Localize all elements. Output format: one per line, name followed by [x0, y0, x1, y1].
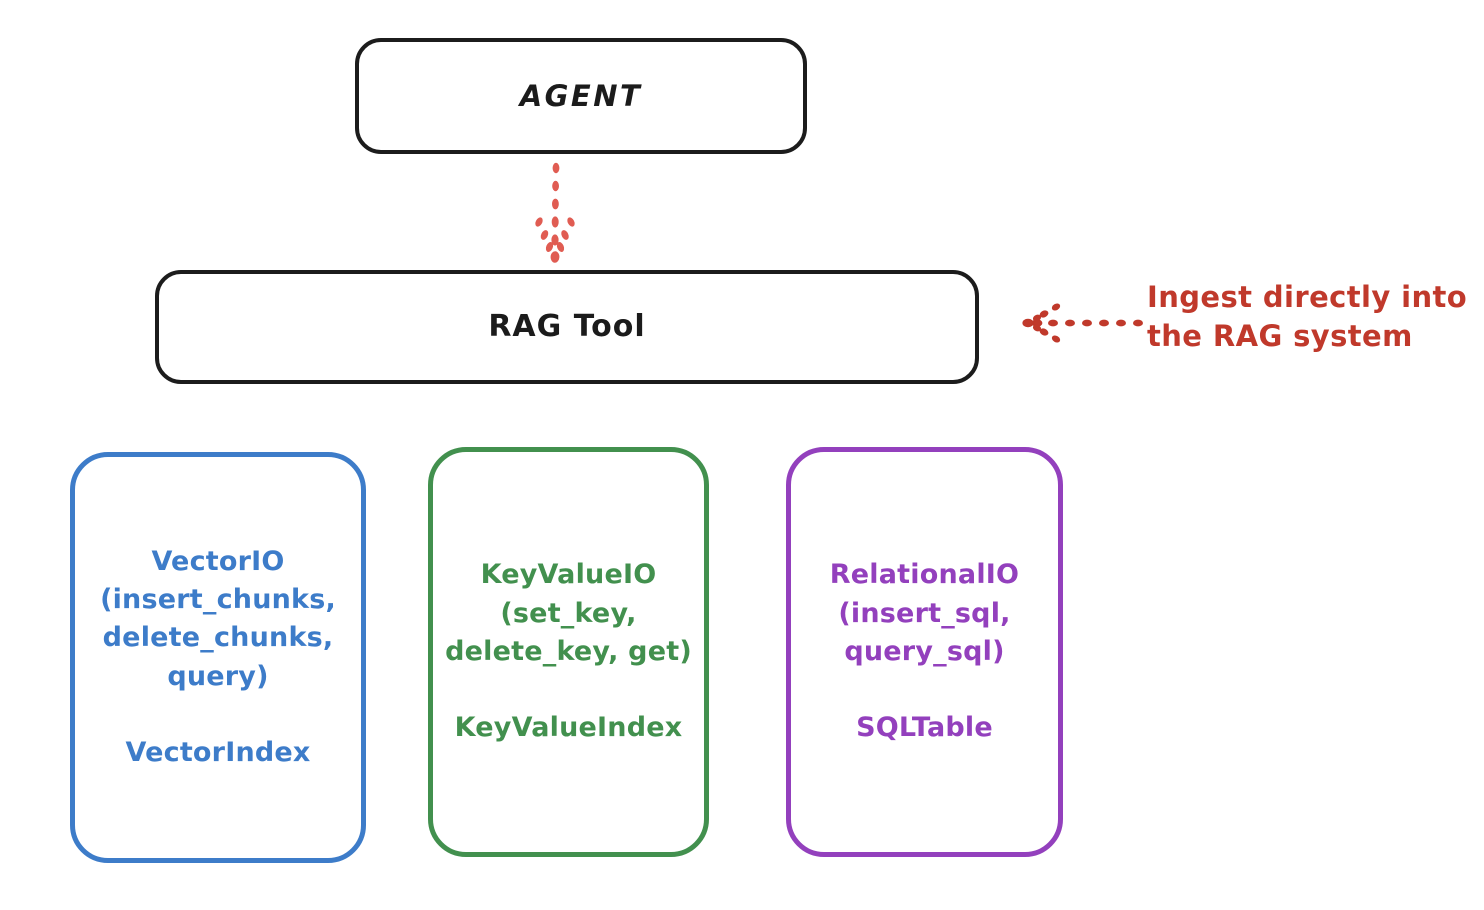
node-agent[interactable]: AGENT: [355, 38, 807, 154]
node-relational-io[interactable]: RelationalIO (insert_sql, query_sql) SQL…: [786, 447, 1063, 857]
node-vector-io-label: VectorIO (insert_chunks, delete_chunks, …: [100, 545, 336, 769]
node-rag-tool[interactable]: RAG Tool: [155, 270, 979, 384]
node-key-value-io-label: KeyValueIO (set_key, delete_key, get) Ke…: [445, 559, 692, 744]
agent-to-rag-tool-arrow: [535, 162, 575, 263]
node-relational-io-label: RelationalIO (insert_sql, query_sql) SQL…: [829, 559, 1020, 744]
node-rag-tool-label: RAG Tool: [488, 309, 646, 345]
ingest-annotation-text: Ingest directly into the RAG system: [1147, 280, 1468, 353]
node-key-value-io[interactable]: KeyValueIO (set_key, delete_key, get) Ke…: [428, 447, 709, 857]
node-agent-label: AGENT: [519, 78, 643, 113]
ingest-arrow: [1022, 303, 1143, 343]
node-vector-io[interactable]: VectorIO (insert_chunks, delete_chunks, …: [70, 452, 366, 863]
